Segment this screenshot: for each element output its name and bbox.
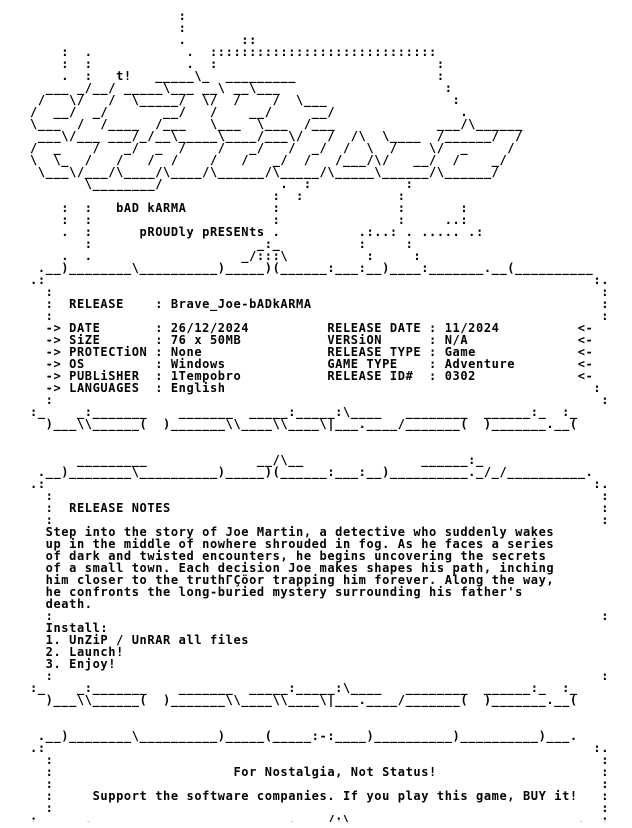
- nfo-line: : :: [30, 753, 610, 767]
- nfo-text-document: : : . :: : . . :::::::::::::::::::::::::…: [30, 10, 630, 822]
- nfo-line: : For Nostalgia, Not Status! :: [30, 765, 610, 779]
- nfo-line: of a small town. Each decision Joe makes…: [30, 561, 555, 575]
- nfo-line: : :: [30, 489, 610, 503]
- nfo-line: him closer to the truthΓÇöor trapping hi…: [30, 573, 555, 587]
- nfo-line: : :: [30, 801, 610, 815]
- nfo-line: \________/ . : :: [30, 177, 414, 191]
- nfo-line: up in the middle of nowhere shrouded in …: [30, 537, 555, 551]
- nfo-line: 3. Enjoy!: [30, 657, 117, 671]
- nfo-line: . . _/:::\ : :: [30, 249, 422, 263]
- nfo-line: : : bAD kARMA : : :: [30, 201, 469, 215]
- nfo-line: : :: [30, 669, 610, 683]
- nfo-line: 2. Launch!: [30, 645, 124, 659]
- nfo-line: .__)________\__________)_____(_____:-:__…: [30, 729, 578, 743]
- nfo-line: / _ / _/ _ / / _/ / _/ / \ / \/ _ /: [30, 141, 516, 155]
- nfo-line: Step into the story of Joe Martin, a det…: [30, 525, 555, 539]
- nfo-line: .: :.: [30, 741, 610, 755]
- nfo-line: : RELEASE : Brave_Joe-bADkARMA :: [30, 297, 610, 311]
- nfo-line: : :: [30, 393, 610, 407]
- nfo-line: :: [30, 10, 187, 23]
- nfo-line: :_ _.________ ______ _____.____/:\______…: [30, 813, 617, 822]
- nfo-line: \___\/___/\____/\____/\______/\_____/\__…: [30, 165, 500, 179]
- nfo-line: .__)________\__________)_____)(______:__…: [30, 465, 594, 479]
- nfo-line: : :: [30, 309, 610, 323]
- nfo-line: Install:: [30, 621, 109, 635]
- nfo-line: : RELEASE NOTES :: [30, 501, 610, 515]
- nfo-line: .: :.: [30, 477, 610, 491]
- nfo-line: )___\\______( )_______\\____\\____\|___.…: [30, 693, 578, 707]
- nfo-line: 1. UnZiP / UnRAR all files: [30, 633, 250, 647]
- nfo-line: -> SiZE : 76 x 50MB VERSiON : N/A <-: [30, 333, 594, 347]
- nfo-line: : :: [30, 777, 610, 791]
- nfo-line: : :: [30, 609, 610, 623]
- nfo-line: :_ _:_______ _______ _____:_____:\____ _…: [30, 681, 578, 695]
- nfo-line: . ::: [30, 33, 257, 47]
- nfo-line: ___\/___ ___/_/__\_____\____/___\/ / /\ …: [30, 129, 523, 143]
- nfo-line: : : :: [30, 189, 406, 203]
- nfo-line: : Support the software companies. If you…: [30, 789, 610, 803]
- nfo-line: . : t! _____\_ _________ :: [30, 69, 445, 83]
- nfo-line: )___\\______( )_______\\____\\____\|___.…: [30, 417, 578, 431]
- nfo-line: .__)________\__________)_____)(______:__…: [30, 261, 594, 275]
- nfo-line: -> DATE : 26/12/2024 RELEASE DATE : 11/2…: [30, 321, 594, 335]
- nfo-line: -> PUBLiSHER : 1Tempobro RELEASE ID# : 0…: [30, 369, 594, 383]
- nfo-line: -> OS : Windows GAME TYPE : Adventure <-: [30, 357, 594, 371]
- nfo-line: . : pROUDly pRESENts . .:..: . ..... .:: [30, 225, 484, 239]
- nfo-line: of dark and twisted encounters, he begin…: [30, 549, 547, 563]
- nfo-line: death.: [30, 597, 93, 611]
- nfo-line: : : . : :: [30, 57, 445, 71]
- nfo-line: _________ __/\__ ______:_: [30, 453, 484, 467]
- nfo-line: : _:_ : :: [30, 237, 414, 251]
- nfo-line: : . . :::::::::::::::::::::::::::::: [30, 45, 437, 59]
- nfo-line: [30, 430, 630, 442]
- nfo-line: -> LANGUAGES : English :: [30, 381, 602, 395]
- nfo-line: [30, 706, 630, 718]
- nfo-line: he confronts the long-buried mystery sur…: [30, 585, 523, 599]
- nfo-line: -> PROTECTiON : None RELEASE TYPE : Game…: [30, 345, 594, 359]
- nfo-line: .: :.: [30, 273, 610, 287]
- nfo-line: \ \_ / / / / / / _/ / /___/\/ __/ / _/: [30, 153, 508, 167]
- nfo-line: : :: [30, 285, 610, 299]
- nfo-line: / \/ / \_____/ \/ / / \___ :: [30, 93, 461, 107]
- nfo-line: \___ / /____ /___ \___ \___ /___ ___/\__…: [30, 117, 523, 131]
- nfo-line: ___ _/__/ _____\___ __\ __\___ :: [30, 81, 453, 95]
- nfo-line: :: [30, 21, 187, 35]
- nfo-line: / __/ _/ __/ / __/ __/ .: [30, 105, 469, 119]
- nfo-line: :_ _:_______ _______ _____:_____:\____ _…: [30, 405, 578, 419]
- nfo-line: : : : : ..:: [30, 213, 469, 227]
- nfo-line: : :: [30, 513, 610, 527]
